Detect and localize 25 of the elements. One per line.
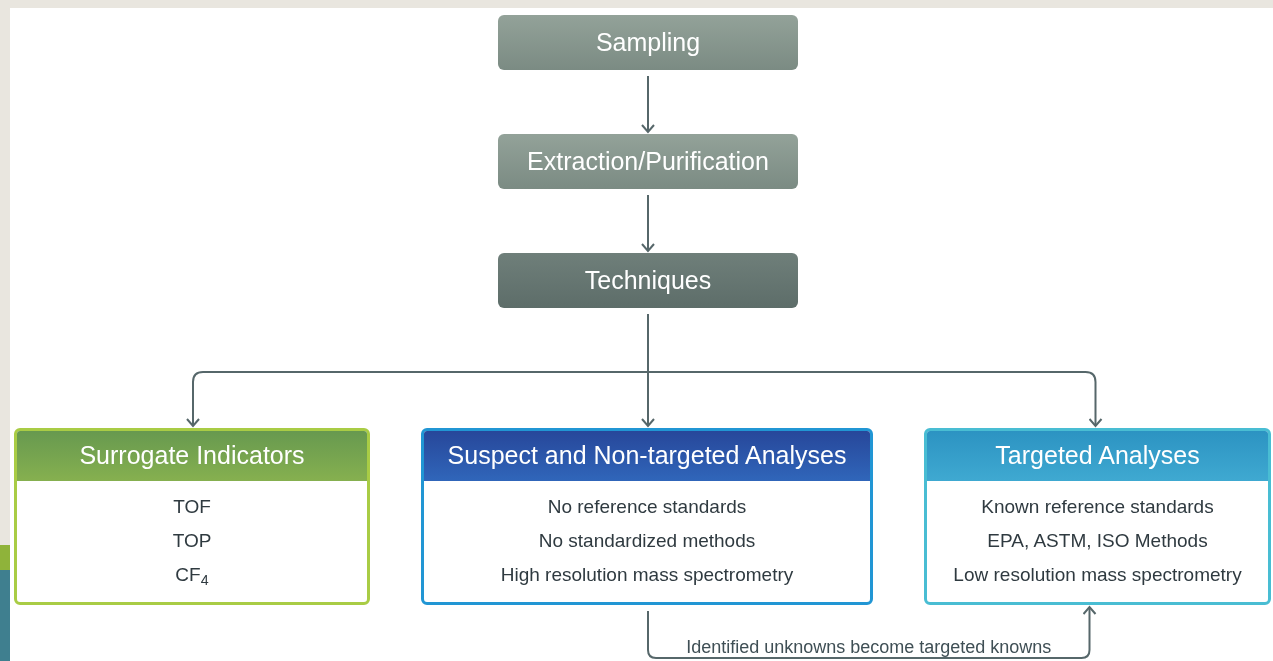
list-item: Low resolution mass spectrometry bbox=[953, 563, 1242, 587]
process-box bbox=[498, 15, 798, 70]
process-box bbox=[498, 253, 798, 308]
list-item: No standardized methods bbox=[538, 529, 756, 553]
arrow bbox=[641, 194, 655, 252]
list-item: TOF bbox=[173, 495, 211, 519]
list-item: CF$_{4}$ bbox=[175, 563, 209, 587]
process-box bbox=[498, 134, 798, 189]
step-label: Extraction/Purification bbox=[527, 145, 769, 177]
arrow bbox=[647, 606, 1097, 659]
step-label: Techniques bbox=[584, 264, 712, 296]
list-item: TOP bbox=[172, 529, 212, 553]
list-item: EPA, ASTM, ISO Methods bbox=[987, 529, 1208, 553]
card-title: Suspect and Non-targeted Analyses bbox=[447, 440, 847, 472]
arrow bbox=[647, 313, 1103, 427]
list-item: High resolution mass spectrometry bbox=[500, 563, 794, 587]
card-title: Surrogate Indicators bbox=[79, 440, 305, 472]
category-card bbox=[924, 428, 1271, 605]
step-label: Sampling bbox=[595, 26, 701, 58]
arrow bbox=[641, 75, 655, 133]
list-item: No reference standards bbox=[547, 495, 747, 519]
list-item: Known reference standards bbox=[981, 495, 1214, 519]
category-card bbox=[14, 428, 370, 605]
card-title: Targeted Analyses bbox=[995, 440, 1200, 472]
category-card bbox=[421, 428, 873, 605]
